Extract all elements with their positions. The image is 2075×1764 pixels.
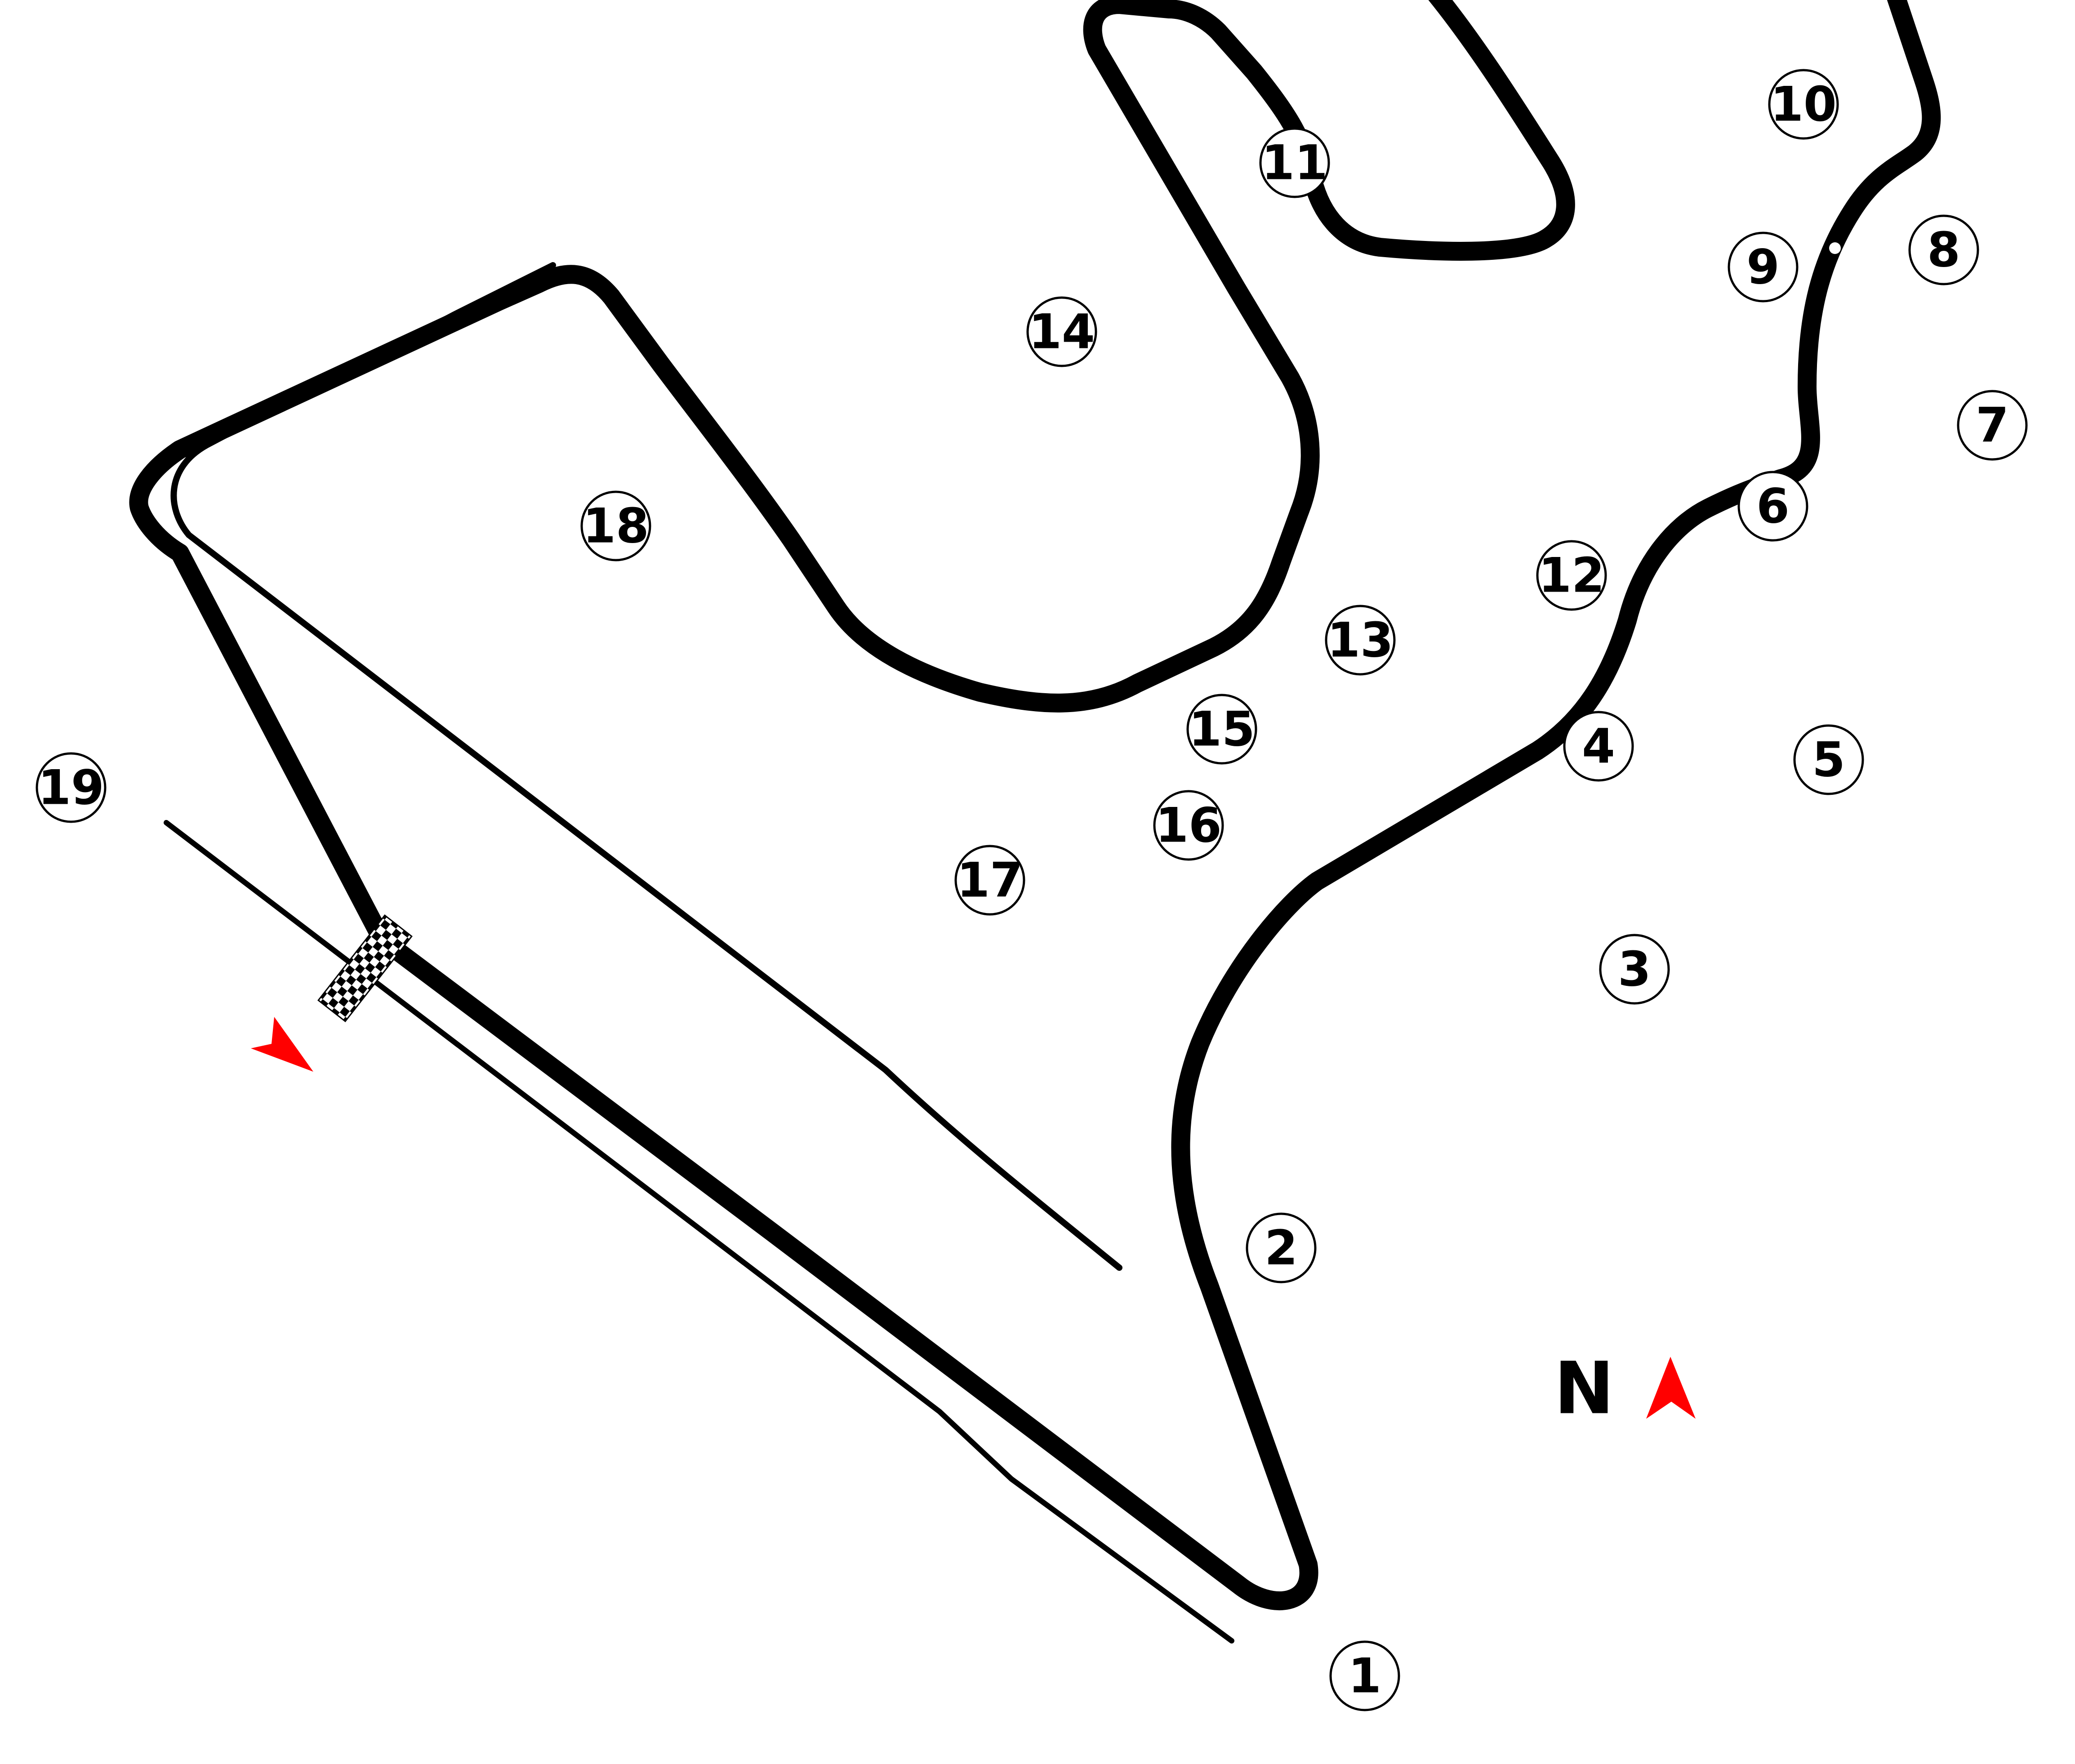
corner-number: 8 — [1927, 223, 1960, 278]
corner-label-10: 10 — [1768, 69, 1839, 140]
corner-label-8: 8 — [1908, 214, 1979, 285]
corner-label-16: 16 — [1153, 790, 1224, 861]
corner-label-14: 14 — [1026, 296, 1097, 367]
corner-number: 19 — [38, 760, 104, 815]
corner-marker-16 — [1226, 864, 1238, 875]
corner-marker-18 — [613, 579, 624, 590]
corner-markers — [149, 161, 1934, 1653]
corner-label-3: 3 — [1599, 934, 1670, 1005]
corner-number: 11 — [1261, 135, 1328, 191]
corner-marker-17 — [976, 935, 988, 946]
corner-number: 15 — [1189, 702, 1255, 757]
north-arrow-icon — [1646, 1357, 1696, 1419]
corner-marker-9 — [1829, 242, 1841, 254]
corner-marker-12 — [1504, 548, 1515, 560]
corner-label-15: 15 — [1186, 694, 1257, 765]
north-label: N — [1554, 1346, 1614, 1430]
corner-label-2: 2 — [1246, 1212, 1317, 1283]
corner-marker-13 — [1353, 566, 1364, 578]
corner-number: 12 — [1538, 548, 1605, 603]
corner-marker-19 — [149, 798, 160, 810]
corner-label-17: 17 — [954, 845, 1025, 916]
corner-labels: 1 2 3 4 5 6 7 8 — [36, 69, 2028, 1711]
corner-number: 6 — [1756, 479, 1790, 534]
corner-marker-14 — [1105, 374, 1117, 385]
corner-label-5: 5 — [1793, 724, 1864, 795]
main-straight-pit-wall — [164, 820, 1234, 1644]
corner-number: 16 — [1155, 798, 1222, 853]
direction-arrow-icon — [251, 1017, 313, 1072]
corner-number: 1 — [1348, 1648, 1381, 1704]
corner-marker-11 — [1307, 221, 1318, 232]
corner-label-13: 13 — [1325, 605, 1396, 676]
corner-number: 4 — [1582, 719, 1615, 774]
corner-number: 7 — [1976, 398, 2009, 453]
corner-number: 18 — [583, 499, 649, 554]
corner-marker-15 — [1276, 725, 1288, 737]
race-track — [129, 0, 1941, 1610]
corner-number: 10 — [1770, 77, 1837, 132]
corner-marker-1 — [1278, 1641, 1290, 1653]
corner-label-12: 12 — [1536, 540, 1607, 611]
corner-number: 14 — [1029, 304, 1095, 360]
corner-number: 5 — [1812, 732, 1845, 788]
start-finish-checkered-flag-icon — [317, 914, 413, 1023]
corner-number: 2 — [1265, 1221, 1298, 1276]
corner-marker-7 — [1923, 431, 1934, 443]
corner-label-19: 19 — [36, 752, 107, 823]
corner-number: 17 — [957, 853, 1023, 908]
corner-marker-8 — [1869, 266, 1880, 277]
corner-marker-4 — [1637, 795, 1648, 807]
corner-number: 13 — [1327, 613, 1394, 668]
corner-marker-5 — [1777, 705, 1789, 717]
corner-marker-3 — [1585, 909, 1596, 921]
corner-label-9: 9 — [1728, 232, 1799, 303]
corner-label-18: 18 — [580, 490, 651, 561]
corner-label-7: 7 — [1957, 390, 2028, 461]
corner-number: 3 — [1618, 942, 1651, 997]
corner-label-4: 4 — [1563, 711, 1634, 782]
corner-marker-6 — [1822, 547, 1834, 559]
corner-label-1: 1 — [1329, 1640, 1400, 1711]
corner-label-11: 11 — [1259, 127, 1330, 198]
corner-marker-2 — [1220, 1197, 1231, 1209]
corner-label-6: 6 — [1737, 471, 1808, 542]
corner-number: 9 — [1746, 240, 1780, 295]
north-indicator: N — [1554, 1346, 1696, 1430]
corner-marker-10 — [1794, 161, 1806, 173]
pit-lane — [170, 262, 1122, 1271]
